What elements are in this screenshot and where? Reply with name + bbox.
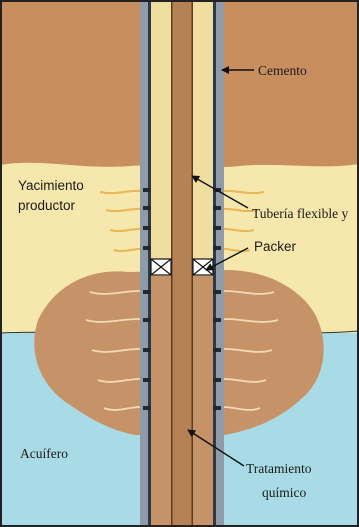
label-yacimiento-2: productor <box>18 198 76 213</box>
packer-right <box>193 259 213 275</box>
label-tratamiento-1: Tratamiento <box>246 461 312 476</box>
packer-left <box>151 259 171 275</box>
label-yacimiento-1: Yacimiento <box>18 178 84 193</box>
coiled-tubing <box>172 0 192 527</box>
label-acuifero: Acuífero <box>20 446 68 461</box>
label-tratamiento-2: químico <box>262 485 306 500</box>
label-packer: Packer <box>254 239 297 254</box>
label-tuberia: Tubería flexible y <box>252 206 348 221</box>
label-cemento: Cemento <box>258 63 307 78</box>
